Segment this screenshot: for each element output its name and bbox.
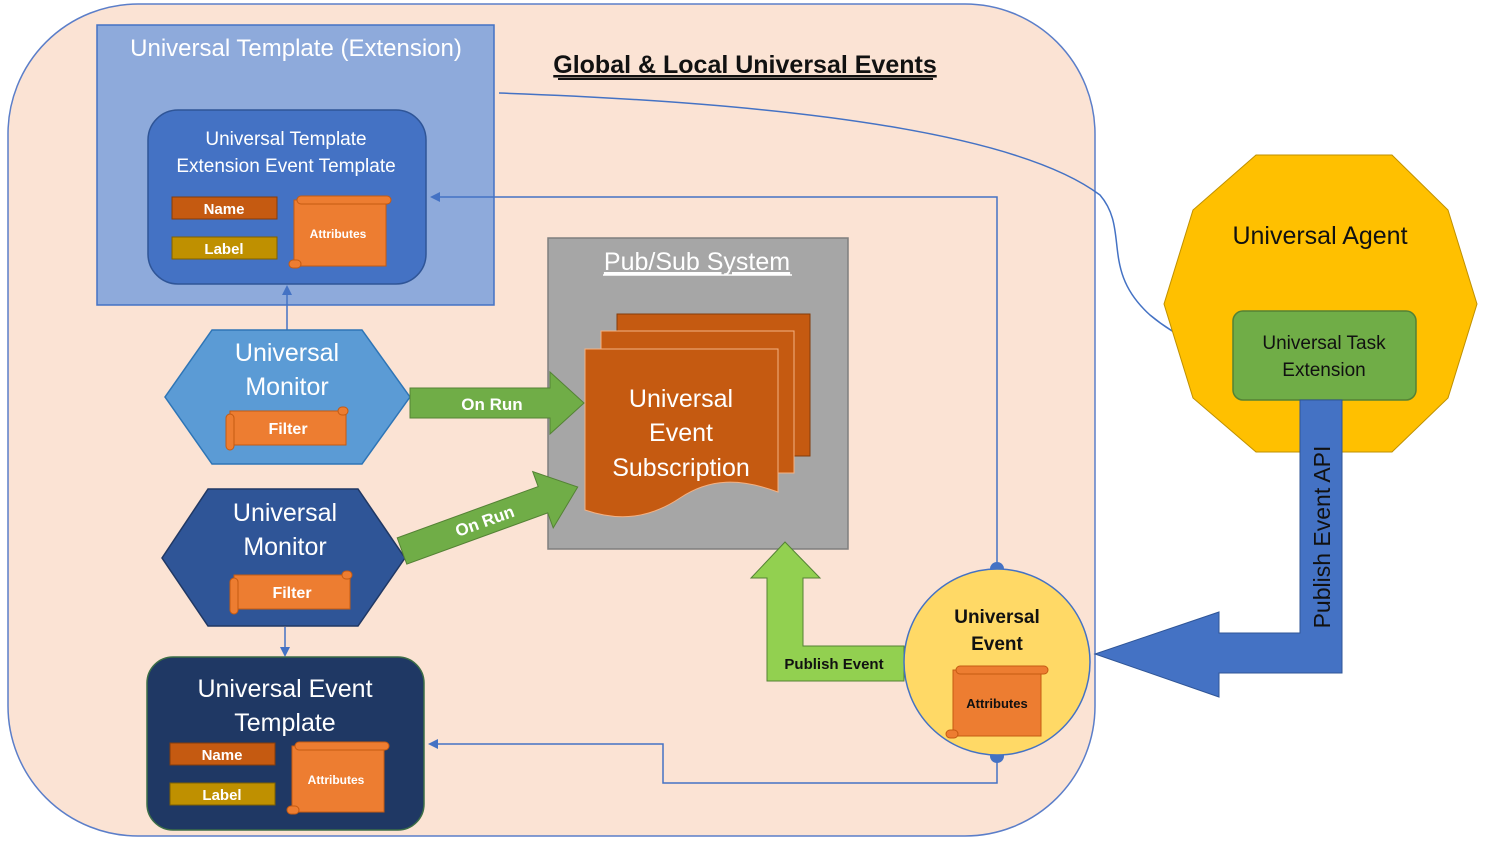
filter-scroll-icon	[225, 406, 349, 451]
monitor-dark-line1: Universal	[233, 499, 337, 527]
on-run-arrow-light: On Run	[409, 370, 585, 436]
universal-event-line2: Event	[971, 634, 1023, 655]
task-extension-line1: Universal Task	[1262, 333, 1386, 354]
template-extension-box: Universal Template (Extension) Universal…	[96, 24, 495, 306]
universal-monitor-dark: Universal Monitor Filter	[161, 488, 406, 627]
subscription-line2: Event	[649, 419, 713, 447]
label-field-box	[169, 782, 276, 806]
universal-event-circle: Universal Event Attributes	[903, 568, 1091, 756]
subscription-doc-front	[584, 348, 779, 518]
universal-monitor-light: Universal Monitor Filter	[164, 329, 411, 465]
event-template-attributes-label: Attributes	[308, 773, 365, 787]
label-field-box	[171, 236, 278, 260]
extension-event-template-line1: Universal Template	[205, 129, 366, 150]
monitor-dark-filter-label: Filter	[272, 585, 311, 602]
pubsub-box: Pub/Sub System Universal Event Subscript…	[547, 237, 849, 550]
monitor-light-filter-label: Filter	[268, 421, 307, 438]
name-field-label: Name	[204, 201, 245, 218]
diagram-title: Global & Local Universal Events	[553, 51, 936, 79]
event-to-template-connector	[428, 739, 998, 784]
extension-event-template-line2: Extension Event Template	[176, 156, 395, 177]
monitor-dark-line2: Monitor	[243, 533, 326, 561]
name-field-box	[169, 742, 276, 766]
attributes-label: Attributes	[310, 227, 367, 241]
publish-event-api-label: Publish Event API	[1309, 446, 1335, 629]
filter-scroll-icon	[229, 570, 353, 615]
template-extension-title: Universal Template (Extension)	[130, 35, 462, 62]
publish-event-label: Publish Event	[784, 656, 883, 673]
attributes-scroll-icon	[286, 741, 390, 815]
extension-to-task-connector	[498, 92, 1235, 359]
subscription-line1: Universal	[629, 385, 733, 413]
event-template-line1: Universal Event	[197, 675, 372, 703]
task-extension-line2: Extension	[1282, 360, 1365, 381]
attributes-scroll-icon	[945, 665, 1049, 739]
pubsub-title: Pub/Sub System	[604, 248, 790, 276]
universal-task-extension-box	[1232, 310, 1417, 401]
universal-event-line1: Universal	[954, 607, 1040, 628]
publish-event-api-arrow: Publish Event API	[1093, 399, 1343, 698]
subscription-line3: Subscription	[612, 454, 750, 482]
universal-event-template-box: Universal Event Template Name Label Attr…	[146, 656, 425, 831]
universal-event-attributes-label: Attributes	[966, 696, 1027, 711]
event-template-line2: Template	[234, 709, 335, 737]
name-field-box	[171, 196, 278, 220]
attributes-scroll-icon	[288, 195, 392, 269]
monitor-light-line2: Monitor	[245, 373, 328, 401]
monitor-light-line1: Universal	[235, 339, 339, 367]
event-template-label-label: Label	[202, 787, 241, 804]
label-field-label: Label	[204, 241, 243, 258]
universal-agent-octagon: Universal Agent Universal Task Extension	[1163, 154, 1478, 453]
universal-agent-title: Universal Agent	[1232, 222, 1407, 250]
event-to-extension-connector	[430, 192, 998, 569]
publish-event-arrow: Publish Event	[749, 541, 905, 682]
on-run-light-label: On Run	[461, 395, 522, 414]
event-template-name-label: Name	[202, 747, 243, 764]
